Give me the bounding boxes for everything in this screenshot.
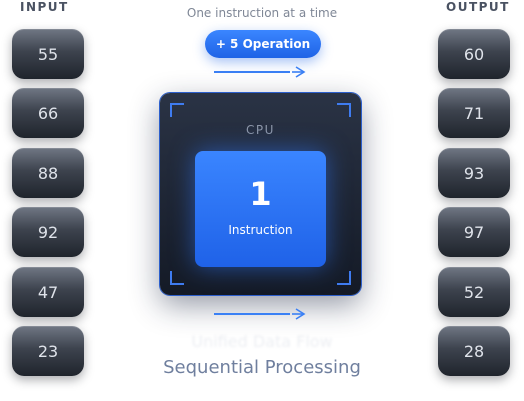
corner-bracket-icon xyxy=(337,271,351,285)
corner-bracket-icon xyxy=(170,271,184,285)
cpu-core: 1 Instruction xyxy=(195,151,326,267)
input-tile: 47 xyxy=(12,267,84,317)
operation-pill[interactable]: + 5 Operation xyxy=(205,30,321,58)
input-tile: 92 xyxy=(12,207,84,257)
output-tile: 28 xyxy=(438,326,510,376)
output-tile: 52 xyxy=(438,267,510,317)
input-tile: 55 xyxy=(12,29,84,79)
input-tile: 23 xyxy=(12,326,84,376)
top-arrow-icon xyxy=(214,66,306,78)
output-tile: 97 xyxy=(438,207,510,257)
output-tile: 60 xyxy=(438,29,510,79)
corner-bracket-icon xyxy=(337,103,351,117)
instruction-count: 1 xyxy=(249,175,272,213)
instruction-label: Instruction xyxy=(228,223,293,237)
subtitle: One instruction at a time xyxy=(186,6,338,20)
input-tile: 88 xyxy=(12,148,84,198)
cpu-label: CPU xyxy=(246,123,275,137)
bottom-arrow-icon xyxy=(214,308,306,320)
output-tile: 71 xyxy=(438,88,510,138)
output-tile: 93 xyxy=(438,148,510,198)
caption: Sequential Processing xyxy=(163,357,361,378)
faded-heading: Unified Data Flow xyxy=(191,332,333,351)
output-header: OUTPUT xyxy=(446,0,510,14)
corner-bracket-icon xyxy=(170,103,184,117)
input-header: INPUT xyxy=(20,0,69,14)
input-tile: 66 xyxy=(12,88,84,138)
cpu-block: CPU 1 Instruction xyxy=(160,93,361,295)
